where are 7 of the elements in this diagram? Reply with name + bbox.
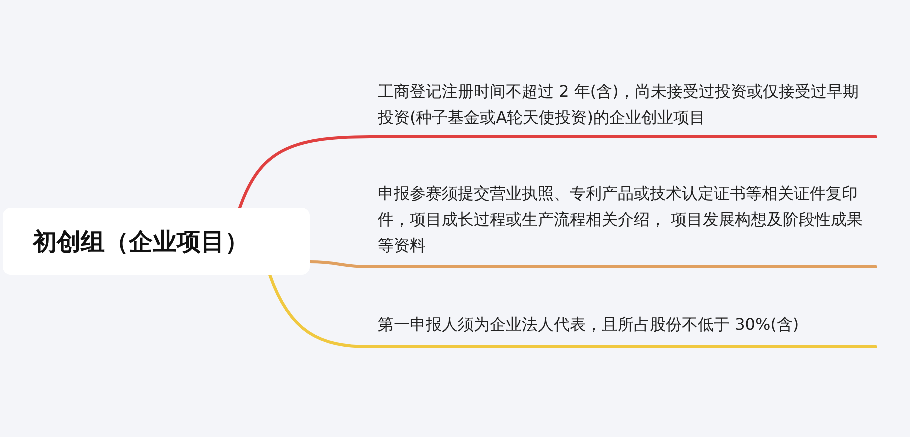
branch-text: 申报参赛须提交营业执照、专利产品或技术认定证书等相关证件复印件，项目成长过程或生产流程相关介绍， 项目发展构想及阶段性成果等资料	[370, 172, 876, 267]
branch-text: 第一申报人须为企业法人代表，且所占股份不低于 30%(含)	[370, 302, 876, 347]
branch-line	[268, 274, 878, 348]
topic-box: 初创组（企业项目）	[3, 208, 310, 275]
branch-line	[238, 136, 878, 210]
branch-line	[308, 260, 878, 268]
branch-text: 工商登记注册时间不超过 2 年(含)，尚未接受过投资或仅接受过早期投资(种子基金或A轮天使投资)的企业创业项目	[370, 72, 876, 137]
